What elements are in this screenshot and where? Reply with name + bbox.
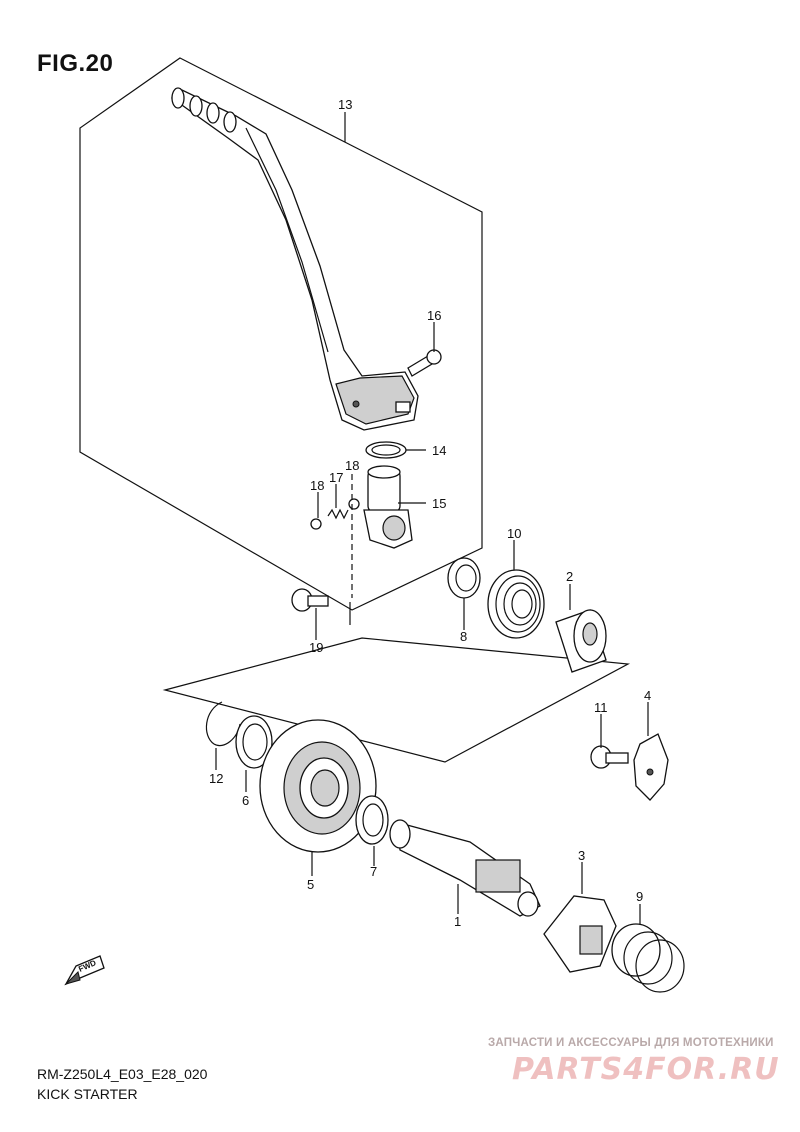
ball-18-right xyxy=(348,498,360,510)
kick-shaft-1 xyxy=(389,819,541,917)
figure-code: RM-Z250L4_E03_E28_020 xyxy=(37,1066,208,1082)
part-label-9: 9 xyxy=(636,889,643,904)
part-label-14: 14 xyxy=(432,443,446,458)
shaft-group-outline xyxy=(162,637,631,763)
stopper-plate-4 xyxy=(633,733,669,801)
part-label-4: 4 xyxy=(644,688,651,703)
part-label-10: 10 xyxy=(507,526,521,541)
part-label-15: 15 xyxy=(432,496,446,511)
part-label-12: 12 xyxy=(209,771,223,786)
part-label-7: 7 xyxy=(370,864,377,879)
part-label-2: 2 xyxy=(566,569,573,584)
kick-lever xyxy=(170,87,419,431)
lever-group-outline xyxy=(79,57,483,611)
part-label-17: 17 xyxy=(329,470,343,485)
ratchet-spring-9 xyxy=(611,923,685,993)
leader-lines xyxy=(215,112,649,924)
figure-caption: KICK STARTER xyxy=(37,1086,138,1102)
kick-spring-10 xyxy=(487,569,545,639)
part-label-8: 8 xyxy=(460,629,467,644)
ball-18-left xyxy=(310,518,322,530)
part-label-11: 11 xyxy=(594,700,608,715)
part-label-1: 1 xyxy=(454,914,461,929)
part-label-16: 16 xyxy=(427,308,441,323)
spring-17 xyxy=(327,508,349,520)
bolt-19 xyxy=(291,588,329,612)
watermark-logo: PARTS4FOR.RU xyxy=(512,1052,780,1087)
bolt-11 xyxy=(590,745,629,769)
part-number-labels: 13 16 14 15 18 17 18 19 10 2 8 4 11 12 6… xyxy=(209,97,651,929)
ratchet-3 xyxy=(543,895,617,973)
spring-guide-2 xyxy=(555,609,607,673)
kick-boss-15 xyxy=(363,465,413,549)
watermark-tagline: ЗАПЧАСТИ И АКСЕССУАРЫ ДЛЯ МОТОТЕХНИКИ xyxy=(488,1037,774,1049)
part-label-19: 19 xyxy=(309,640,323,655)
oil-seal-8 xyxy=(447,557,481,599)
part-label-5: 5 xyxy=(307,877,314,892)
part-label-18-right: 18 xyxy=(345,458,359,473)
part-label-6: 6 xyxy=(242,793,249,808)
figure-title: FIG.20 xyxy=(37,50,114,77)
part-label-13: 13 xyxy=(338,97,352,112)
circlip-12 xyxy=(205,701,241,747)
part-label-18-left: 18 xyxy=(310,478,324,493)
bolt-16 xyxy=(407,349,442,377)
fwd-arrow-icon: FWD xyxy=(64,955,105,986)
part-label-3: 3 xyxy=(578,848,585,863)
kick-gear-5 xyxy=(259,719,377,853)
